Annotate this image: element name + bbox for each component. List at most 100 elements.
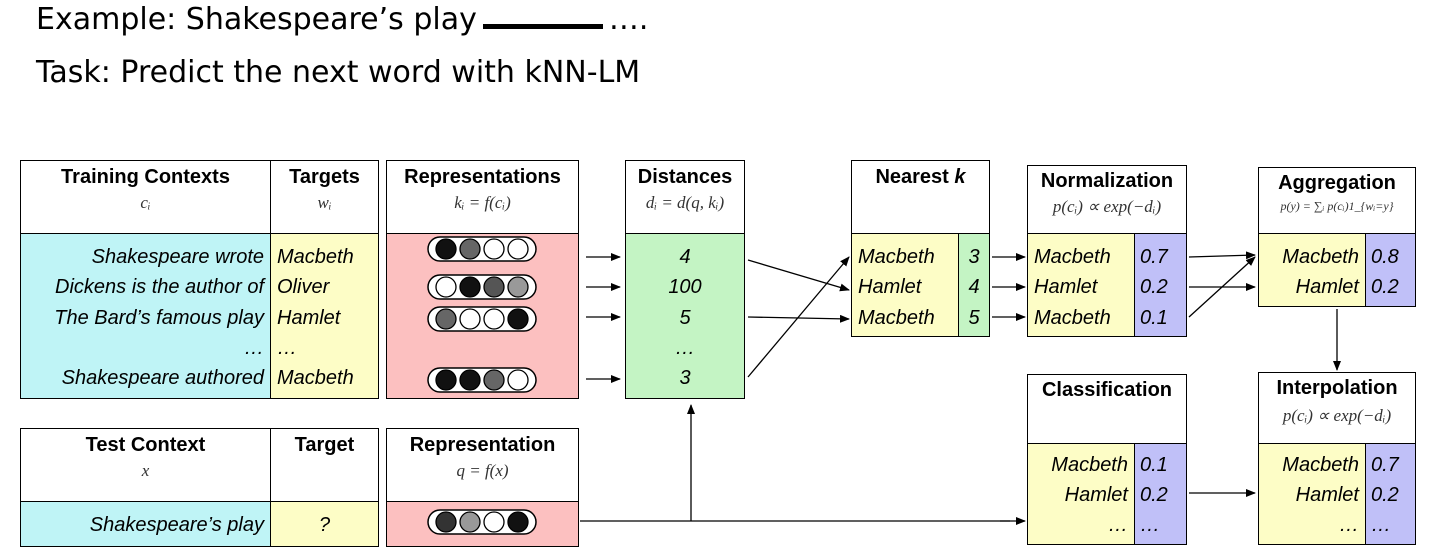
- vector-pill: [427, 274, 537, 300]
- nearest-word: Macbeth: [858, 307, 935, 329]
- nearest-distance: 3: [968, 246, 980, 268]
- classification-prob: …: [1140, 514, 1160, 536]
- interpolation-header: Interpolation p(cᵢ) ∝ exp(−dᵢ): [1258, 372, 1416, 444]
- classification-prob: 0.1: [1140, 454, 1168, 476]
- vector-component: [459, 369, 481, 391]
- test-context-cell: Shakespeare’s play: [20, 501, 271, 547]
- classification-prob: 0.2: [1140, 484, 1168, 506]
- training-vector: [427, 306, 537, 332]
- vector-component: [459, 511, 481, 533]
- arrow-distance-to-nearest: [747, 256, 850, 378]
- aggregation-symbol: p(y) = ∑ᵢ p(cᵢ)1_{wᵢ=y}: [1280, 199, 1394, 213]
- vector-pill: [427, 306, 537, 332]
- aggregation-words: Macbeth Hamlet: [1258, 233, 1366, 307]
- training-contexts-column: Shakespeare wrote Dickens is the author …: [20, 233, 271, 399]
- interpolation-prob: 0.7: [1371, 454, 1399, 476]
- vector-component: [507, 276, 529, 298]
- aggregation-word: Macbeth: [1282, 246, 1359, 268]
- vector-pill: [427, 509, 537, 535]
- normalization-words: Macbeth Hamlet Macbeth: [1027, 233, 1135, 337]
- normalization-header: Normalization p(cᵢ) ∝ exp(−dᵢ): [1027, 165, 1187, 234]
- target-cell: Oliver: [277, 276, 330, 298]
- distances-column: 4 100 5 … 3: [625, 233, 745, 399]
- test-context-title: Test Context: [85, 434, 206, 456]
- vector-component: [507, 511, 529, 533]
- nearest-title: Nearest k: [852, 166, 989, 189]
- test-context-text: Shakespeare’s play: [89, 514, 264, 536]
- targets-symbol: wᵢ: [317, 193, 332, 212]
- interpolation-prob: 0.2: [1371, 484, 1399, 506]
- target-cell: Hamlet: [277, 307, 341, 329]
- training-vector: [427, 274, 537, 300]
- nearest-distance: 4: [968, 276, 980, 298]
- interpolation-symbol: p(cᵢ) ∝ exp(−dᵢ): [1282, 406, 1392, 425]
- target-cell: Macbeth: [277, 246, 354, 268]
- nearest-word: Hamlet: [858, 276, 922, 298]
- normalization-prob: 0.7: [1140, 246, 1168, 268]
- classification-probs: 0.1 0.2 …: [1134, 443, 1187, 545]
- vector-component: [483, 308, 505, 330]
- classification-words: Macbeth Hamlet …: [1027, 443, 1135, 545]
- nearest-word: Macbeth: [858, 246, 935, 268]
- representations-title: Representations: [404, 166, 561, 188]
- nearest-title-text: Nearest: [875, 166, 949, 188]
- vector-component: [435, 276, 457, 298]
- normalization-word: Macbeth: [1034, 307, 1111, 329]
- aggregation-word: Hamlet: [1295, 276, 1359, 298]
- classification-title: Classification: [1041, 379, 1173, 401]
- vector-component: [483, 276, 505, 298]
- classification-word: Macbeth: [1051, 454, 1128, 476]
- training-context-row: Dickens is the author of: [55, 276, 264, 298]
- test-target-cell: ?: [270, 501, 379, 547]
- arrow-normalization-to-aggregation: [1188, 256, 1256, 318]
- normalization-prob: 0.1: [1140, 307, 1168, 329]
- test-target-text: ?: [318, 514, 331, 536]
- example-suffix: ….: [608, 2, 649, 37]
- example-line: Example: Shakespeare’s play….: [36, 2, 648, 37]
- vector-component: [459, 276, 481, 298]
- vector-component: [507, 238, 529, 260]
- distance-value: 3: [679, 367, 691, 389]
- nearest-words: Macbeth Hamlet Macbeth: [851, 233, 959, 337]
- training-context-row: The Bard’s famous play: [54, 307, 264, 329]
- distances-title: Distances: [637, 166, 733, 188]
- vector-component: [507, 308, 529, 330]
- targets-column: Macbeth Oliver Hamlet … Macbeth: [270, 233, 379, 399]
- target-cell: Macbeth: [277, 367, 354, 389]
- arrow-normalization-to-aggregation: [1188, 251, 1256, 260]
- arrow-distance-to-nearest: [747, 259, 850, 292]
- vector-component: [459, 308, 481, 330]
- representations-symbol: kᵢ = f(cᵢ): [454, 193, 511, 212]
- vector-pill: [427, 236, 537, 262]
- vector-component: [483, 238, 505, 260]
- training-context-row: Shakespeare wrote: [91, 246, 264, 268]
- test-representation-symbol: q = f(x): [456, 461, 509, 480]
- normalization-word: Macbeth: [1034, 246, 1111, 268]
- normalization-prob: 0.2: [1140, 276, 1168, 298]
- targets-title: Targets: [289, 166, 360, 188]
- training-vector: [427, 236, 537, 262]
- training-context-row: …: [244, 337, 264, 359]
- training-contexts-symbol: cᵢ: [140, 193, 151, 212]
- test-target-title: Target: [294, 434, 355, 456]
- normalization-word: Hamlet: [1034, 276, 1098, 298]
- test-representation-title: Representation: [409, 434, 556, 456]
- vector-pill: [427, 367, 537, 393]
- target-cell: …: [277, 337, 297, 359]
- distance-value: 4: [679, 246, 691, 268]
- interpolation-title: Interpolation: [1276, 377, 1398, 399]
- nearest-title-k: k: [954, 166, 966, 188]
- aggregation-prob: 0.2: [1371, 276, 1399, 298]
- task-line: Task: Predict the next word with kNN-LM: [36, 55, 641, 90]
- distance-value: 100: [668, 276, 702, 298]
- interpolation-word: …: [1339, 514, 1359, 536]
- classification-word: …: [1108, 514, 1128, 536]
- classification-word: Hamlet: [1064, 484, 1128, 506]
- aggregation-title: Aggregation: [1278, 172, 1396, 194]
- vector-component: [507, 369, 529, 391]
- nearest-distances: 3 4 5: [958, 233, 990, 337]
- distances-header: Distances dᵢ = d(q, kᵢ): [625, 160, 745, 234]
- interpolation-word: Hamlet: [1295, 484, 1359, 506]
